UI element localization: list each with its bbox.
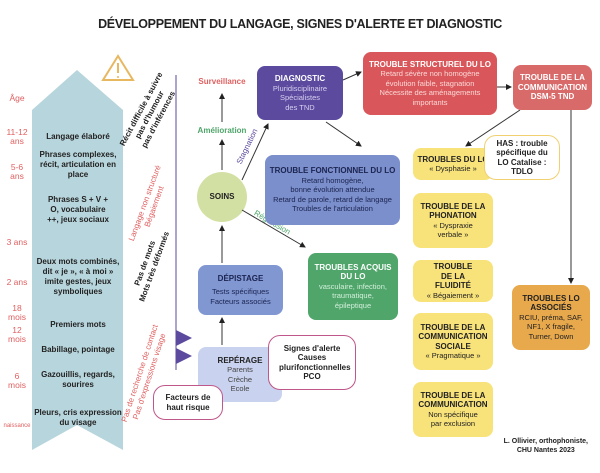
box-line: Spécialistes: [279, 93, 321, 102]
box-line: Ecole: [230, 384, 250, 393]
box-line: vasculaire, infection,: [319, 281, 387, 291]
box-line: évolution faible, stagnation: [385, 78, 475, 88]
box-line: des TND: [285, 102, 315, 112]
credit: L. Ollivier, orthophoniste, CHU Nantes 2…: [504, 437, 588, 455]
box-title: REPÉRAGE: [217, 355, 263, 365]
box-line: « Bégaiement »: [426, 290, 480, 300]
box-title: TROUBLE FONCTIONNEL DU LO: [269, 166, 396, 176]
box-line: épileptique: [334, 300, 372, 310]
age-label: 2 ans: [6, 277, 28, 287]
age-label: 11-12 ans: [6, 127, 28, 146]
box-title: TROUBLE DE LA COMMUNICATION: [418, 390, 488, 410]
milestone: Phrases S + V + O, vocabulaire ++, jeux …: [47, 195, 109, 224]
milestone: Deux mots combinés, dit « je », « à moi …: [36, 257, 120, 296]
box-line: bonne évolution attendue: [290, 185, 375, 195]
trouble-box: TROUBLES DU LO« Dysphasie »: [413, 148, 493, 180]
trouble-communication-dsm-box: TROUBLE DE LA COMMUNICATION DSM-5 TND: [513, 65, 592, 110]
age-label: 5-6 ans: [10, 162, 24, 181]
trouble-box: TROUBLE DE LA PHONATION« Dyspraxie verba…: [413, 193, 493, 248]
box-title: TROUBLES ACQUIS DU LO: [314, 262, 392, 282]
surveillance-label: Surveillance: [198, 77, 246, 86]
age-label: naissance: [3, 423, 31, 429]
box-line: Tests spécifiques: [211, 287, 270, 297]
milestone: Pleurs, cris expression du visage: [34, 408, 122, 427]
box-title: DIAGNOSTIC: [274, 74, 326, 83]
development-arrow: [32, 70, 123, 450]
box-line: « Dyspraxie verbale »: [433, 220, 473, 240]
diagnostic-box: DIAGNOSTIC Pluridisciplinaire Spécialist…: [257, 66, 343, 120]
box-title: TROUBLE DE LA PHONATION: [420, 201, 486, 221]
box-line: « Pragmatique »: [425, 351, 481, 360]
has-box: HAS : trouble spécifique du LO Catalise …: [484, 135, 560, 180]
soins-circle: [197, 172, 247, 222]
box-title: TROUBLES LO ASSOCIÉS: [522, 293, 580, 313]
triangle-marker: [176, 330, 192, 346]
box-line: Non spécifique par exclusion: [428, 409, 478, 429]
soins-label: SOINS: [209, 192, 235, 201]
trouble-fonctionnel-box: TROUBLE FONCTIONNEL DU LO Retard homogèn…: [265, 155, 400, 225]
box-title: TROUBLE DE LA COMMUNICATION SOCIALE: [418, 322, 488, 351]
trouble-structurel-box: TROUBLE STRUCTUREL DU LO Retard sévère n…: [363, 52, 497, 115]
box-title: DÉPISTAGE: [217, 273, 264, 283]
box-title: TROUBLE STRUCTUREL DU LO: [368, 59, 492, 69]
milestone: Gazouillis, regards, sourires: [41, 370, 115, 389]
box-line: Retard homogène,: [301, 175, 364, 185]
box-line: Retard de parole, retard de langage: [273, 194, 392, 204]
warning-icon: [101, 54, 135, 81]
signes-alerte-box: Signes d'alerte Causes plurifonctionnell…: [268, 335, 356, 390]
page-title: DÉVELOPPEMENT DU LANGAGE, SIGNES D'ALERT…: [98, 17, 502, 31]
box-line: Retard sévère non homogène: [380, 69, 480, 79]
box-line: Parents: [227, 365, 253, 374]
milestone: Phrases complexes, récit, articulation e…: [39, 150, 117, 179]
troubles-acquis-box: TROUBLES ACQUIS DU LO vasculaire, infect…: [308, 253, 398, 320]
credit-line: CHU Nantes 2023: [516, 447, 575, 454]
age-label: 6 mois: [8, 371, 26, 390]
box-line: Facteurs associés: [210, 296, 271, 306]
trouble-box: TROUBLE DE LA COMMUNICATION SOCIALE« Pra…: [413, 313, 493, 370]
box-line: traumatique,: [332, 291, 374, 301]
box-line: importants: [412, 97, 448, 107]
milestone: Premiers mots: [50, 320, 106, 329]
box-title: TROUBLES DU LO: [417, 154, 489, 164]
box-title: TROUBLE DE LA COMMUNICATION DSM-5 TND: [517, 73, 588, 102]
box-line: Troubles de l'articulation: [292, 204, 373, 214]
box-title: TROUBLE DE LA FLUIDITÉ: [433, 262, 473, 290]
box-line: Pluridisciplinaire: [272, 83, 328, 93]
box-line: « Dysphasie »: [429, 164, 477, 173]
box-line: Nécessite des aménagements: [379, 88, 481, 98]
milestone: Babillage, pointage: [41, 345, 115, 354]
trouble-box: TROUBLE DE LA FLUIDITÉ« Bégaiement »: [413, 260, 493, 302]
age-label: 18 mois: [8, 303, 26, 322]
amelioration-label: Amélioration: [197, 126, 247, 135]
box-line: RCIU, préma, SAF, NF1, X fragile, Turner…: [519, 312, 583, 341]
facteurs-risque-box: Facteurs de haut risque: [153, 385, 223, 420]
age-label: Âge: [9, 93, 25, 103]
triangle-marker: [176, 348, 192, 364]
box-line: Crèche: [227, 374, 253, 384]
depistage-box: DÉPISTAGE Tests spécifiques Facteurs ass…: [198, 265, 283, 315]
credit-line: L. Ollivier, orthophoniste,: [503, 438, 588, 445]
milestone: Langage élaboré: [46, 132, 110, 141]
age-label: 12 mois: [8, 325, 26, 344]
age-label: 3 ans: [6, 237, 28, 247]
